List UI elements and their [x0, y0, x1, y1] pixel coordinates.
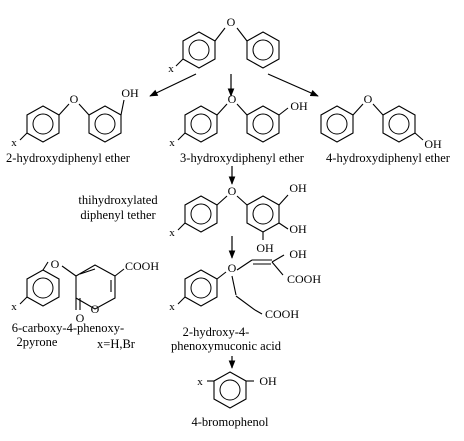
hydroxyl-group: OH: [290, 99, 308, 113]
hydroxyl-group-1: OH: [289, 181, 307, 195]
arrows-first-step: [149, 73, 319, 97]
oxygen-atom: O: [228, 92, 237, 106]
label-pyrone-line1: 6-carboxy-4-phenoxy-: [12, 321, 124, 335]
substituent-x: x: [197, 376, 203, 388]
structure-2-hydroxy-4-phenoxymuconic-acid: O OH COOH COOH x 2-hydroxy-4- phenoxymuc…: [169, 247, 321, 353]
structure-diphenyl-ether: O x: [168, 15, 280, 75]
hydroxyl-group-2: OH: [289, 222, 307, 236]
structure-6-carboxy-4-phenoxy-2pyrone: O COOH O O x 6-carboxy-4-phenoxy- 2pyron…: [11, 257, 159, 351]
hydroxyl-group: OH: [259, 374, 277, 388]
carbonyl-oxygen: O: [76, 311, 85, 325]
oxygen-atom: O: [51, 257, 60, 271]
structure-2-hydroxydiphenyl-ether: O OH x 2-hydroxydiphenyl ether: [6, 86, 139, 165]
carboxyl-group-1: COOH: [287, 272, 321, 286]
oxygen-atom: O: [228, 261, 237, 275]
oxygen-atom: O: [227, 15, 236, 29]
label-muconic-line2: phenoxymuconic acid: [171, 339, 282, 353]
structure-4-bromophenol: OH x 4-bromophenol: [191, 371, 277, 429]
label-4-bromophenol: 4-bromophenol: [191, 415, 269, 429]
carboxyl-group: COOH: [125, 259, 159, 273]
hydroxyl-group-3: OH: [256, 241, 274, 255]
structure-4-hydroxydiphenyl-ether: O OH 4-hydroxydiphenyl ether: [320, 92, 451, 165]
carboxyl-group-2: COOH: [265, 307, 299, 321]
ring-oxygen: O: [91, 302, 100, 316]
oxygen-atom: O: [70, 92, 79, 106]
substituent-x: x: [169, 137, 175, 149]
label-muconic-line1: 2-hydroxy-4-: [183, 325, 250, 339]
label-2-hydroxydiphenyl-ether: 2-hydroxydiphenyl ether: [6, 151, 131, 165]
oxygen-atom: O: [364, 92, 373, 106]
hydroxyl-group: OH: [289, 247, 307, 261]
label-3-hydroxydiphenyl-ether: 3-hydroxydiphenyl ether: [180, 151, 305, 165]
substituent-x: x: [11, 301, 17, 313]
label-trihydroxylated-line2: diphenyl tether: [80, 208, 156, 222]
substituent-x: x: [168, 63, 174, 75]
substituent-x: x: [169, 301, 175, 313]
hydroxyl-group: OH: [424, 137, 442, 151]
hydroxyl-group: OH: [121, 86, 139, 100]
structure-trihydroxylated-diphenyl-ether: O OH OH OH x thihydroxylated diphenyl te…: [78, 181, 307, 255]
substituent-x: x: [11, 137, 17, 149]
structure-3-hydroxydiphenyl-ether: O OH x 3-hydroxydiphenyl ether: [169, 92, 308, 165]
label-trihydroxylated-line1: thihydroxylated: [78, 193, 158, 207]
label-4-hydroxydiphenyl-ether: 4-hydroxydiphenyl ether: [326, 151, 451, 165]
label-x-definition: x=H,Br: [97, 337, 136, 351]
substituent-x: x: [169, 227, 175, 239]
oxygen-atom: O: [228, 184, 237, 198]
label-pyrone-line2: 2pyrone: [17, 335, 58, 349]
